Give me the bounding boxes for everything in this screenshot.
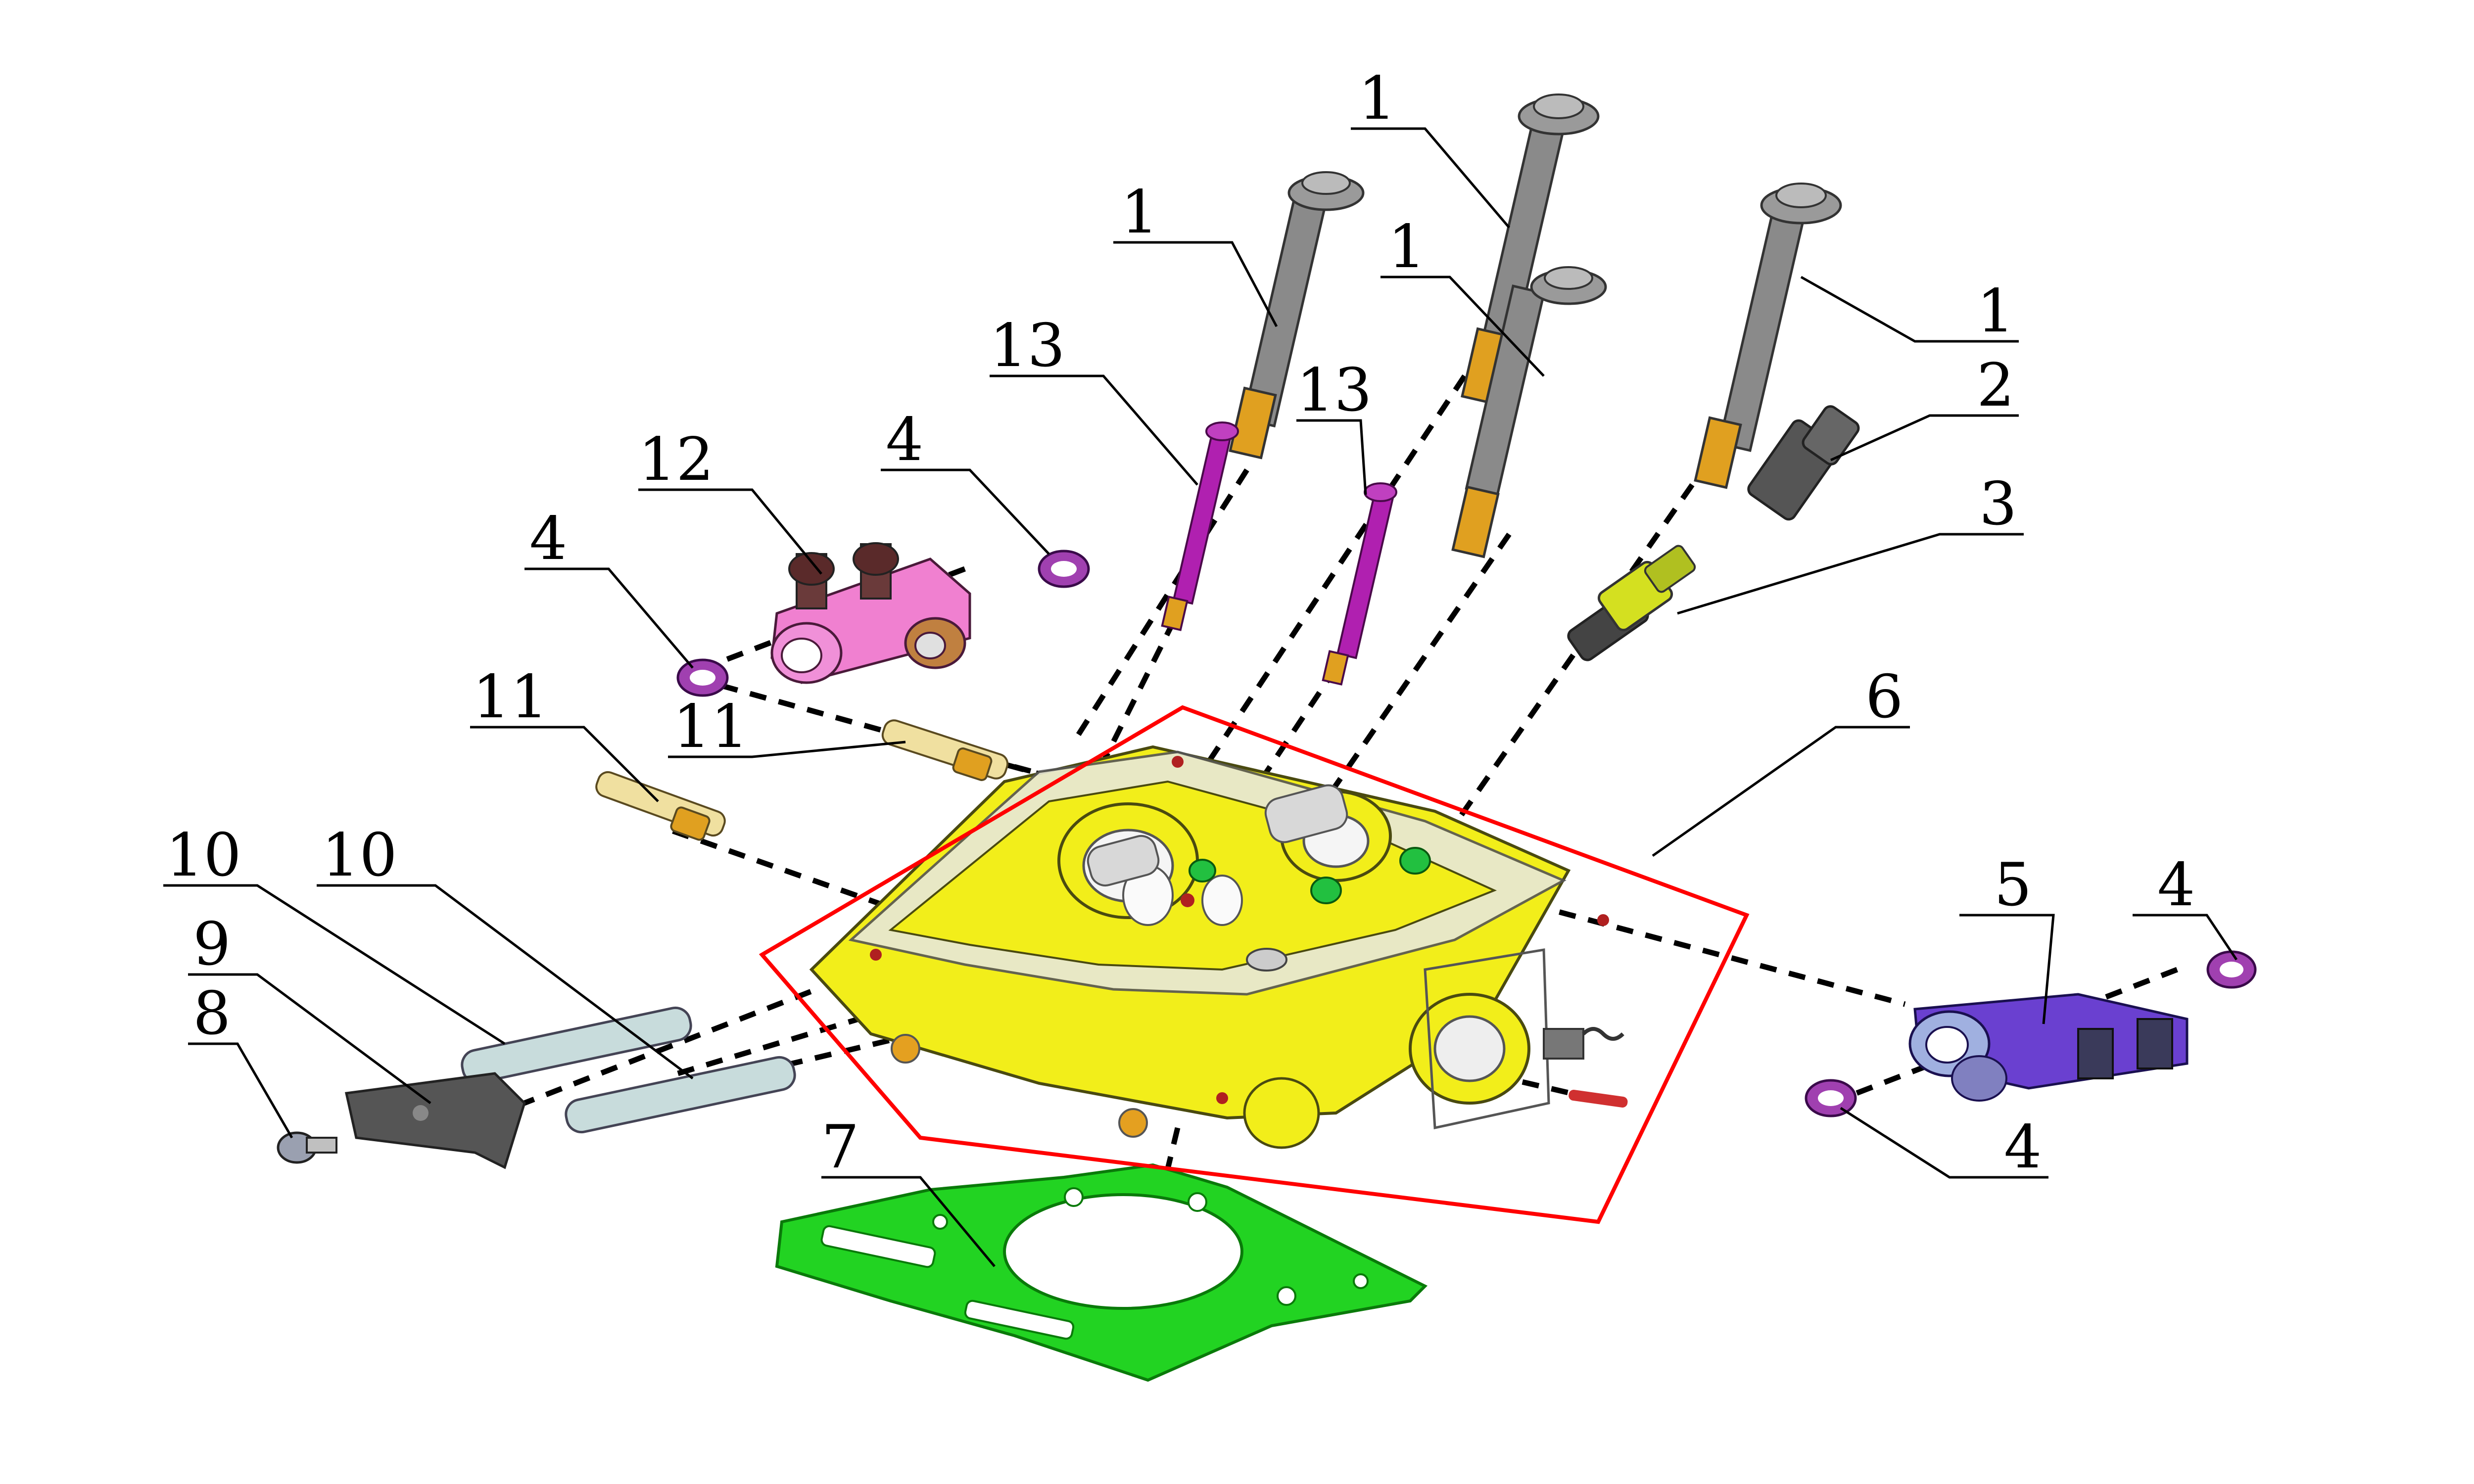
stud [1161, 421, 1239, 631]
rocker-arm-assembly-left [770, 542, 971, 684]
callout-6: 6 [1865, 663, 1903, 732]
callout-8: 8 [193, 979, 231, 1048]
callout-9: 9 [193, 910, 231, 979]
callout-13a: 13 [990, 312, 1065, 380]
callout-11b: 11 [673, 693, 749, 761]
callout-labels: 1 1 1 1 2 3 4 4 4 4 5 6 7 8 9 10 10 11 1… [166, 64, 2195, 1182]
sensor [1747, 405, 1860, 521]
callout-3: 3 [1979, 470, 2017, 539]
washer [676, 658, 729, 697]
washer [2206, 950, 2257, 989]
leader-lines [163, 127, 2238, 1267]
rocker-shaft [461, 1006, 692, 1084]
callout-4d: 4 [2004, 1113, 2042, 1182]
bracket [344, 1072, 526, 1169]
valve [881, 719, 1009, 781]
washer [1805, 1079, 1857, 1117]
callout-4a: 4 [886, 406, 923, 474]
cylinder-head-highlight-box [759, 705, 1750, 1224]
head-bolt [1229, 171, 1365, 460]
callout-2: 2 [1977, 351, 2014, 420]
washer [1038, 550, 1090, 588]
head-bolt [1451, 266, 1607, 558]
callout-7: 7 [821, 1113, 859, 1182]
spark-plug [1567, 545, 1696, 661]
callout-1b: 1 [1358, 64, 1396, 133]
valve [595, 771, 726, 841]
callout-4b: 4 [529, 505, 567, 573]
callout-11a: 11 [473, 663, 548, 732]
callout-10a: 10 [166, 821, 241, 890]
rocker-shaft [565, 1056, 796, 1134]
callout-1a: 1 [1121, 178, 1158, 247]
small-bolt [277, 1131, 337, 1164]
callout-1d: 1 [1977, 277, 2014, 346]
callout-10b: 10 [322, 821, 397, 890]
callout-13b: 13 [1296, 356, 1372, 425]
stud [1322, 482, 1397, 686]
rocker-arm-assembly-right [1908, 993, 2189, 1102]
callout-12: 12 [638, 425, 714, 494]
callout-4c: 4 [2157, 851, 2195, 920]
callout-5: 5 [1994, 851, 2032, 920]
head-gasket [775, 1163, 1428, 1382]
cylinder-head [809, 745, 1628, 1149]
callout-1c: 1 [1388, 213, 1426, 281]
head-bolt [1694, 183, 1842, 489]
